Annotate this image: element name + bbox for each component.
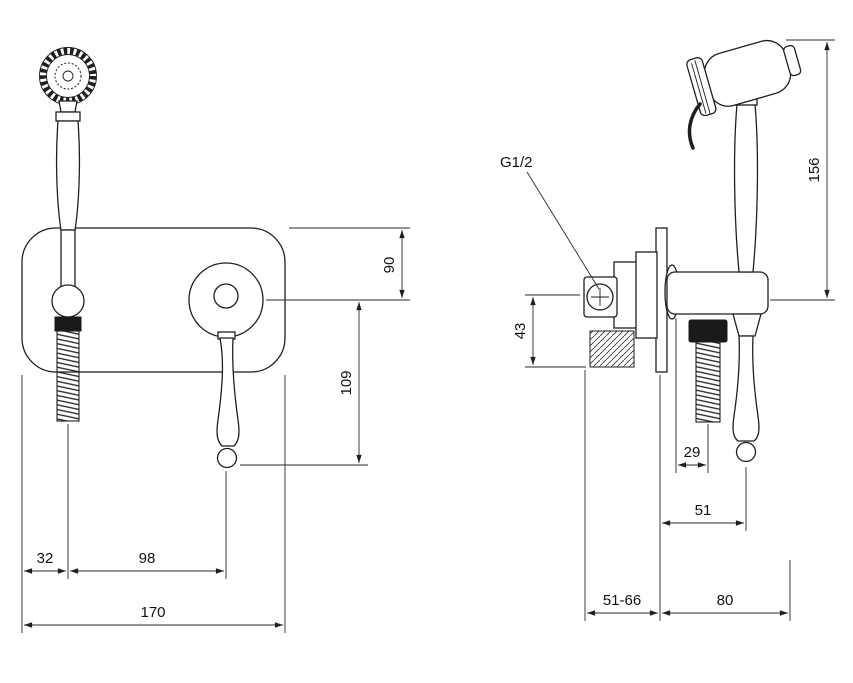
dim-80: 80 bbox=[717, 592, 734, 609]
shower-hose-side bbox=[695, 341, 721, 423]
hose-nut bbox=[54, 316, 82, 332]
side-lower-parts bbox=[688, 319, 760, 463]
handshower-head-side bbox=[686, 39, 802, 117]
side-dimensions: G1/2 156 43 29 51 51-66 bbox=[500, 39, 835, 621]
mixer-lever-assembly bbox=[188, 262, 264, 469]
lever-handle-side bbox=[732, 335, 760, 442]
lever-ball-end-side bbox=[735, 441, 757, 463]
handshower-handle bbox=[51, 100, 85, 422]
dim-29: 29 bbox=[684, 444, 701, 461]
dim-98: 98 bbox=[139, 550, 156, 567]
valve-body-side bbox=[664, 264, 769, 337]
handshower-handle-side bbox=[733, 103, 759, 273]
dim-43: 43 bbox=[512, 323, 529, 340]
hose-elbow bbox=[51, 284, 85, 318]
front-dimensions: 90 109 32 98 170 bbox=[21, 227, 410, 633]
wall-supply-fitting bbox=[583, 251, 658, 368]
lever-handle bbox=[216, 337, 240, 447]
thread-label: G1/2 bbox=[500, 154, 533, 171]
handshower-head-icon bbox=[39, 47, 97, 105]
dim-109: 109 bbox=[338, 370, 355, 395]
dim-90: 90 bbox=[381, 257, 398, 274]
dim-170: 170 bbox=[140, 604, 165, 621]
dim-156: 156 bbox=[806, 157, 823, 182]
dim-51: 51 bbox=[695, 502, 712, 519]
lever-ball-end bbox=[216, 447, 238, 469]
dim-51-66: 51-66 bbox=[603, 592, 641, 609]
section-hatch bbox=[589, 330, 635, 368]
side-view: G1/2 156 43 29 51 51-66 bbox=[500, 39, 835, 621]
spray-trigger bbox=[687, 102, 702, 150]
hose-nut-side bbox=[688, 319, 728, 343]
dim-32: 32 bbox=[37, 550, 54, 567]
handle-holder bbox=[732, 313, 762, 337]
shower-hose bbox=[56, 330, 80, 422]
front-view: 90 109 32 98 170 bbox=[21, 47, 410, 633]
handshower-side bbox=[686, 39, 802, 273]
